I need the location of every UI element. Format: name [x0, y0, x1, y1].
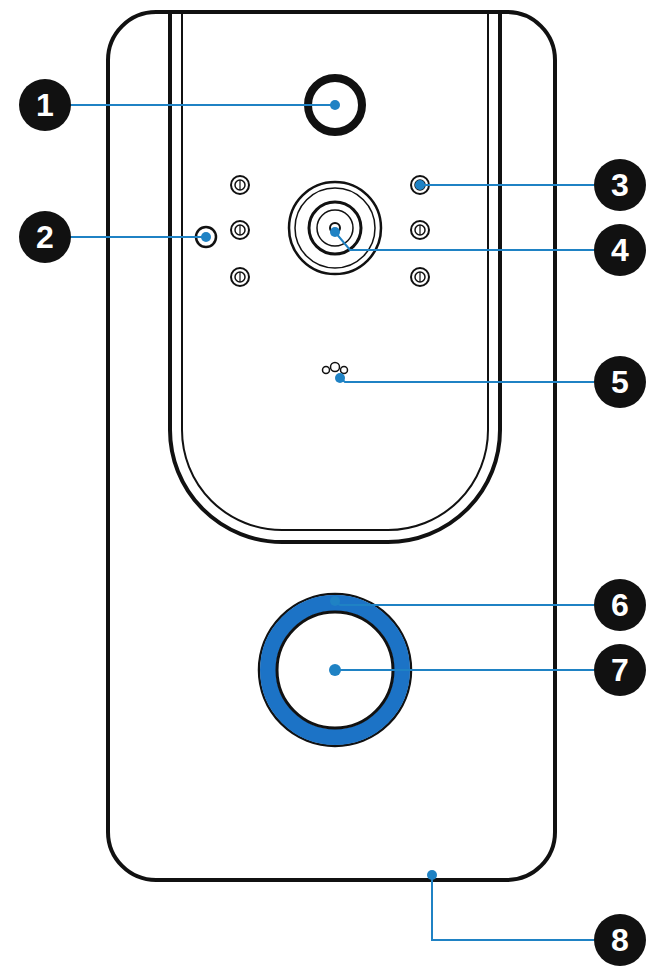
- callout-number: 6: [594, 579, 646, 631]
- callout-number: 4: [594, 224, 646, 276]
- callout-number: 2: [19, 211, 71, 263]
- callout-number: 8: [594, 914, 646, 966]
- callout-number: 7: [594, 644, 646, 696]
- callout-number: 3: [594, 159, 646, 211]
- camera-panel: [170, 12, 500, 542]
- callout-discs: [19, 79, 646, 966]
- leader-dots: [201, 100, 437, 880]
- camera-panel-inner: [182, 12, 488, 530]
- doorbell-housing: [108, 12, 555, 880]
- camera-lens: [289, 182, 381, 274]
- callout-number: 1: [19, 79, 71, 131]
- leader-lines: [70, 105, 594, 940]
- microphone: [323, 363, 348, 374]
- callout-number: 5: [594, 356, 646, 408]
